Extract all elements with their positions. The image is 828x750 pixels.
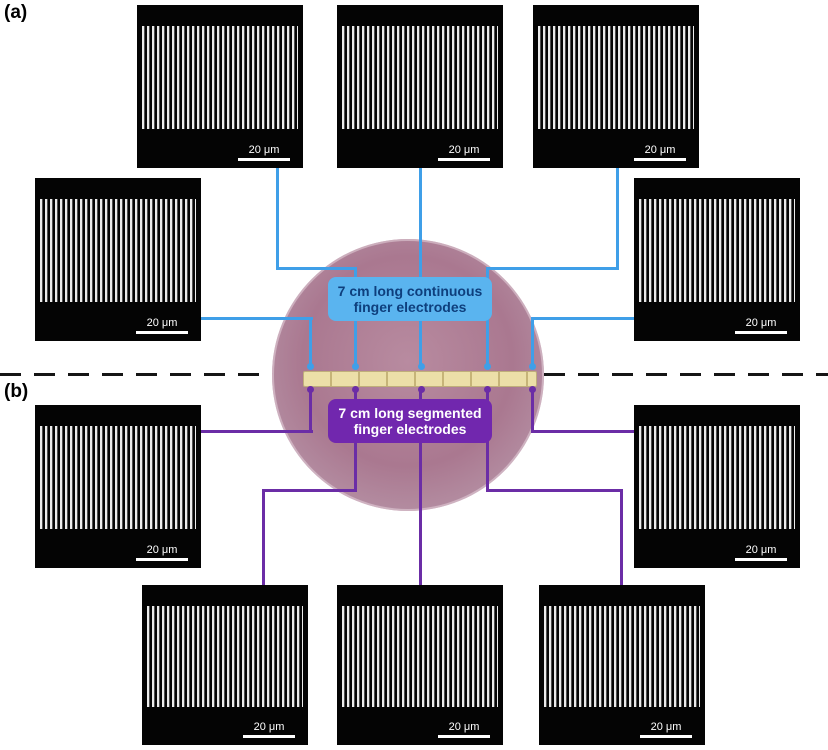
connector-line-blue	[309, 317, 312, 367]
connector-line-purple	[309, 389, 312, 433]
panel-b-label: (b)	[4, 381, 29, 402]
scale-bar-line	[243, 735, 295, 738]
micrograph-b-bottom-center: 20 μm	[337, 585, 503, 745]
connector-dot-purple	[418, 386, 425, 393]
connector-line-blue	[616, 168, 619, 270]
scale-bar-label: 20 μm	[644, 144, 676, 156]
micrograph-a-top-center: 20 μm	[337, 5, 503, 168]
connector-line-purple	[262, 489, 265, 585]
connector-dot-purple	[484, 386, 491, 393]
connector-line-purple	[201, 430, 313, 433]
scale-bar-label: 20 μm	[248, 144, 280, 156]
scale-bar-line	[438, 158, 490, 161]
scale-bar: 20 μm	[136, 317, 188, 334]
scale-bar-line	[634, 158, 686, 161]
scale-bar: 20 μm	[238, 144, 290, 161]
scale-bar: 20 μm	[136, 544, 188, 561]
connector-line-blue	[531, 317, 634, 320]
micrograph-a-top-left: 20 μm	[137, 5, 303, 168]
micrograph-a-top-right: 20 μm	[533, 5, 699, 168]
scale-bar: 20 μm	[438, 721, 490, 738]
micrograph-a-mid-right: 20 μm	[634, 178, 800, 341]
connector-line-blue	[419, 168, 422, 368]
connector-dot-blue	[352, 363, 359, 370]
electrode-stripes-image	[342, 605, 498, 707]
micrograph-b-mid-right: 20 μm	[634, 405, 800, 568]
electrode-stripes-image	[342, 26, 498, 129]
electrode-stripes-image	[40, 426, 196, 529]
electrode-stripes-image	[147, 605, 303, 707]
scale-bar-label: 20 μm	[146, 317, 178, 329]
scale-bar-line	[136, 558, 188, 561]
scale-bar: 20 μm	[243, 721, 295, 738]
scale-bar: 20 μm	[735, 317, 787, 334]
connector-line-purple	[262, 489, 357, 492]
electrode-stripes-image	[142, 26, 298, 129]
segmented-electrodes-annotation: 7 cm long segmented finger electrodes	[328, 399, 492, 443]
connector-dot-blue	[529, 363, 536, 370]
scale-bar: 20 μm	[735, 544, 787, 561]
scale-bar-label: 20 μm	[448, 721, 480, 733]
scale-bar-line	[735, 331, 787, 334]
scale-bar-label: 20 μm	[253, 721, 285, 733]
connector-line-blue	[486, 267, 619, 270]
scale-bar-label: 20 μm	[146, 544, 178, 556]
scale-bar-line	[238, 158, 290, 161]
connector-line-purple	[486, 489, 623, 492]
connector-dot-blue	[307, 363, 314, 370]
connector-line-blue	[201, 317, 313, 320]
micrograph-b-bottom-right: 20 μm	[539, 585, 705, 745]
scale-bar-label: 20 μm	[650, 721, 682, 733]
scale-bar: 20 μm	[438, 144, 490, 161]
connector-line-purple	[620, 489, 623, 585]
micrograph-a-mid-left: 20 μm	[35, 178, 201, 341]
connector-line-blue	[531, 317, 534, 367]
connector-dot-purple	[307, 386, 314, 393]
connector-line-purple	[531, 430, 634, 433]
electrode-stripes-image	[538, 26, 694, 129]
scale-bar-line	[136, 331, 188, 334]
connector-dot-purple	[529, 386, 536, 393]
electrode-stripes-image	[639, 199, 795, 302]
micrograph-b-bottom-left: 20 μm	[142, 585, 308, 745]
connector-dot-blue	[484, 363, 491, 370]
continuous-electrodes-annotation: 7 cm long continuous finger electrodes	[328, 277, 492, 321]
connector-dot-purple	[352, 386, 359, 393]
scale-bar-label: 20 μm	[745, 317, 777, 329]
electrode-strip	[303, 371, 537, 387]
scale-bar-line	[438, 735, 490, 738]
connector-line-purple	[419, 389, 422, 585]
connector-line-blue	[276, 168, 279, 270]
connector-line-purple	[531, 389, 534, 433]
scale-bar-line	[735, 558, 787, 561]
electrode-stripes-image	[544, 605, 700, 707]
connector-line-blue	[276, 267, 357, 270]
panel-a-label: (a)	[4, 2, 28, 23]
scale-bar: 20 μm	[634, 144, 686, 161]
scale-bar: 20 μm	[640, 721, 692, 738]
scale-bar-line	[640, 735, 692, 738]
micrograph-b-mid-left: 20 μm	[35, 405, 201, 568]
electrode-stripes-image	[40, 199, 196, 302]
scale-bar-label: 20 μm	[745, 544, 777, 556]
connector-dot-blue	[418, 363, 425, 370]
scale-bar-label: 20 μm	[448, 144, 480, 156]
electrode-stripes-image	[639, 426, 795, 529]
